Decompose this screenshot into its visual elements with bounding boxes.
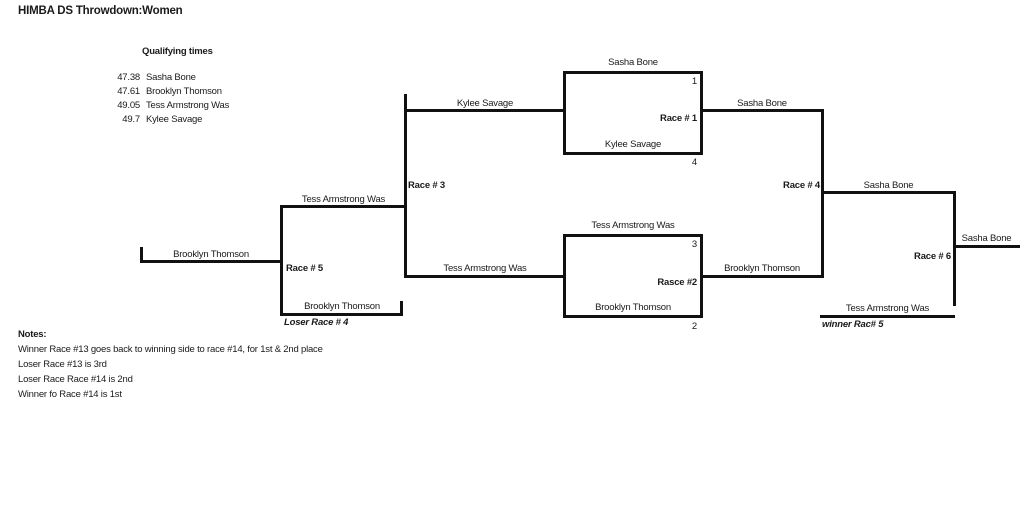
race5-bottom-note: Loser Race # 4 [284, 317, 349, 328]
race3-bottom-in-line [404, 275, 566, 278]
race3-top-in-label: Kylee Savage [456, 98, 514, 109]
race4-label: Race # 4 [783, 180, 820, 191]
note-line: Winner fo Race #14 is 1st [18, 389, 122, 400]
race6-bottom-in-line [820, 315, 955, 318]
race4-top-in-line [700, 109, 824, 112]
race5-label: Race # 5 [286, 263, 323, 274]
race4-bottom-in-line [700, 275, 824, 278]
race6-out-label: Sasha Bone [961, 233, 1012, 244]
race6-bottom-note: winner Rac# 5 [822, 319, 884, 330]
race3-top-in-line [404, 109, 566, 112]
qualifying-time: 47.38 [117, 72, 140, 83]
race5-out-line-tick [140, 247, 143, 263]
qualifying-name: Sasha Bone [146, 72, 196, 83]
race2-bottom-seed: 2 [691, 321, 697, 332]
race3-connector-line [404, 94, 407, 278]
race1-label: Race # 1 [660, 113, 697, 124]
note-line: Winner Race #13 goes back to winning sid… [18, 344, 323, 355]
race6-label: Race # 6 [914, 251, 951, 262]
qualifying-time: 49.05 [117, 100, 140, 111]
qualifying-name: Kylee Savage [146, 114, 203, 125]
qualifying-name: Tess Armstrong Was [146, 100, 230, 111]
race1-bottom-seed: 4 [691, 157, 697, 168]
race2-label: Rasce #2 [657, 277, 697, 288]
race4-out-label: Sasha Bone [863, 180, 914, 191]
race4-bottom-in-label: Brooklyn Thomson [724, 263, 800, 274]
race5-bottom-in-line [281, 313, 403, 316]
race5-out-label: Brooklyn Thomson [173, 249, 249, 260]
race3-bottom-in-label: Tess Armstrong Was [443, 263, 527, 274]
race1-box [563, 71, 703, 155]
notes-heading: Notes: [18, 329, 47, 340]
race1-bottom-name: Kylee Savage [604, 139, 662, 150]
race2-bottom-name: Brooklyn Thomson [595, 302, 671, 313]
qualifying-time: 47.61 [117, 86, 140, 97]
race1-top-name: Sasha Bone [608, 57, 658, 68]
race2-top-name: Tess Armstrong Was [591, 220, 675, 231]
note-line: Loser Race Race #14 is 2nd [18, 374, 133, 385]
note-line: Loser Race #13 is 3rd [18, 359, 107, 370]
race6-bottom-in-label: Tess Armstrong Was [845, 303, 930, 314]
qualifying-name: Brooklyn Thomson [146, 86, 222, 97]
race3-label: Race # 3 [408, 180, 445, 191]
race2-top-seed: 3 [691, 239, 697, 250]
qualifying-heading: Qualifying times [142, 46, 213, 57]
race1-top-seed: 1 [691, 76, 697, 87]
qualifying-time: 49.7 [122, 114, 140, 125]
race4-top-in-label: Sasha Bone [737, 98, 787, 109]
race5-out-line [140, 260, 282, 263]
race4-out-line [821, 191, 956, 194]
page-title: HIMBA DS Throwdown:Women [18, 5, 183, 17]
race5-bottom-in-label: Brooklyn Thomson [304, 301, 380, 312]
race3-out-line [280, 205, 407, 208]
race3-out-label: Tess Armstrong Was [301, 194, 386, 205]
race6-connector-line [953, 191, 956, 306]
race6-out-line [953, 245, 1020, 248]
race5-bottom-in-tick [400, 301, 403, 316]
